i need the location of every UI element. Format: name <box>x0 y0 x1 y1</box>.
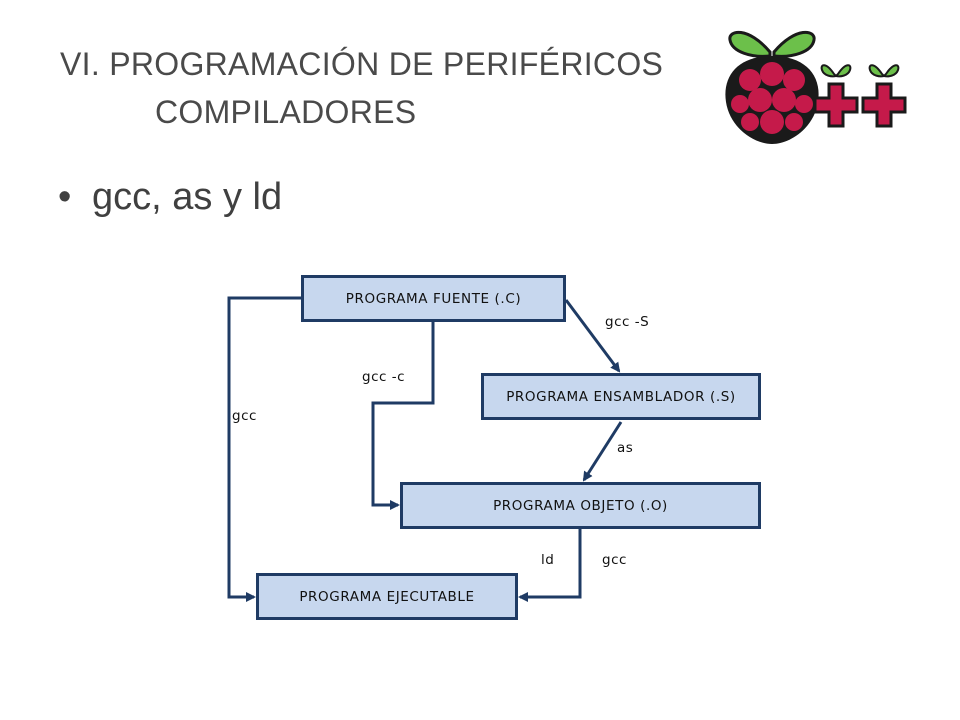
plus-icon <box>813 64 859 128</box>
raspberry-icon <box>725 56 819 144</box>
edge-label-gcc-s: gcc -S <box>605 314 650 330</box>
node-programa-ensamblador: PROGRAMA ENSAMBLADOR (.S) <box>481 373 761 420</box>
edge-label-ld: ld <box>541 552 555 568</box>
raspberry-pi-plusplus-logo <box>725 30 907 144</box>
edge-fuente-objeto <box>371 322 435 510</box>
node-programa-objeto: PROGRAMA OBJETO (.O) <box>400 482 761 529</box>
bullet-text: gcc, as y ld <box>92 176 283 218</box>
edge-label-gcc: gcc <box>232 408 257 424</box>
slide-title-line-1: VI. PROGRAMACIÓN DE PERIFÉRICOS <box>60 46 664 82</box>
node-programa-ejecutable: PROGRAMA EJECUTABLE <box>256 573 518 620</box>
plus-icon <box>861 64 907 128</box>
edge-label-as: as <box>617 440 634 456</box>
edge-label-gcc-link: gcc <box>602 552 627 568</box>
bullet-dot: • <box>58 176 72 218</box>
edge-ensamblador-objeto <box>582 421 623 482</box>
edge-objeto-ejecutable <box>518 529 582 602</box>
edge-label-gcc-c: gcc -c <box>362 369 405 385</box>
edge-fuente-ejecutable <box>227 296 301 602</box>
raspberry-leaf-icon <box>728 30 816 58</box>
node-programa-fuente: PROGRAMA FUENTE (.C) <box>301 275 566 322</box>
slide-title-line-2: COMPILADORES <box>155 94 417 130</box>
bullet-item: • gcc, as y ld <box>58 176 282 219</box>
edge-fuente-ensamblador <box>564 299 621 373</box>
